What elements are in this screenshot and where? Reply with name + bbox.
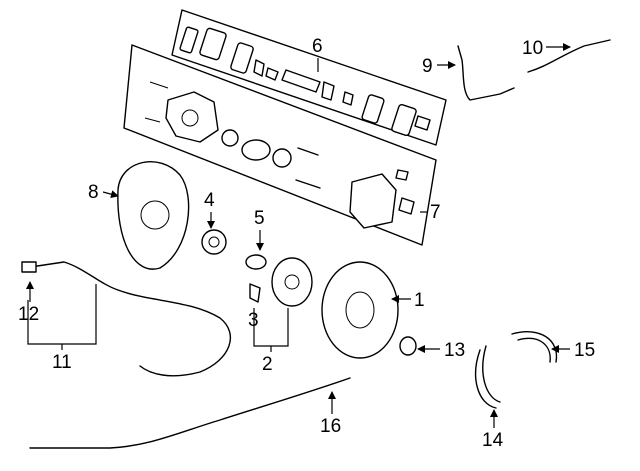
callout-label-1: 1 (414, 290, 425, 311)
hub-bolt (249, 283, 261, 303)
parking-brake-shoe-14 (475, 345, 501, 409)
callout-7: 7 (420, 202, 441, 223)
callout-12: 12 (18, 281, 39, 325)
callout-8: 8 (88, 182, 119, 203)
callout-label-5: 5 (254, 208, 265, 229)
backing-plate (117, 161, 190, 270)
callout-14: 14 (482, 409, 504, 451)
callout-16: 16 (320, 391, 341, 437)
callout-1: 1 (391, 290, 425, 311)
caliper-panel (123, 44, 437, 246)
harness-clip (21, 261, 37, 273)
callout-label-8: 8 (88, 182, 99, 203)
abs-harness (23, 261, 231, 377)
parking-brake-shoe-15 (511, 331, 558, 363)
callout-9: 9 (422, 56, 456, 77)
callout-label-7: 7 (430, 202, 441, 223)
callout-13: 13 (417, 340, 465, 361)
callout-4: 4 (204, 190, 215, 229)
callout-label-11: 11 (52, 352, 72, 373)
pad-kit-parts (179, 26, 431, 137)
callout-3: 3 (248, 310, 259, 331)
callout-label-2: 2 (262, 354, 273, 375)
caliper-parts (144, 81, 415, 229)
callout-label-15: 15 (574, 340, 595, 361)
callout-11: 11 (27, 284, 97, 373)
wheel-bearing (201, 229, 227, 255)
callout-label-12: 12 (18, 304, 39, 325)
callout-10: 10 (522, 38, 571, 59)
callout-label-3: 3 (248, 310, 259, 331)
callout-label-14: 14 (482, 430, 504, 451)
pad-kit-panel (171, 9, 447, 146)
callout-label-10: 10 (522, 38, 543, 59)
hub-flange (271, 257, 313, 307)
callout-label-4: 4 (204, 190, 215, 211)
callout-label-9: 9 (422, 56, 433, 77)
callout-6: 6 (312, 36, 323, 72)
callout-2: 2 (253, 308, 289, 375)
callout-15: 15 (551, 340, 595, 361)
brake-hose (457, 45, 515, 101)
backing-plate-hub-hole (140, 200, 170, 230)
callout-label-6: 6 (312, 36, 323, 57)
callout-5: 5 (254, 208, 265, 251)
snap-ring (245, 254, 267, 270)
hub-nut (399, 336, 417, 356)
parking-brake-cable (29, 377, 351, 449)
callout-label-13: 13 (444, 340, 465, 361)
brake-rotor (321, 261, 399, 359)
abs-sensor (527, 39, 611, 73)
callout-label-16: 16 (320, 416, 341, 437)
